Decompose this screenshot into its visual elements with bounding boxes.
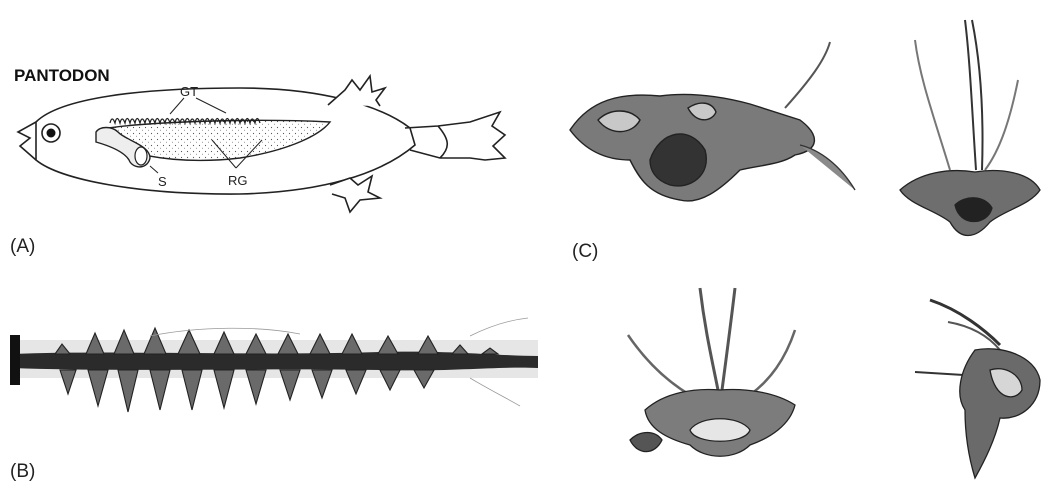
annotation-rg: RG xyxy=(228,173,248,188)
bone-photo-3 xyxy=(628,288,795,456)
annotation-gt: GT xyxy=(180,84,198,99)
spine-photo xyxy=(10,318,538,412)
bone-photo-2 xyxy=(900,20,1040,236)
annotation-s: S xyxy=(158,174,167,189)
bone-photo-4 xyxy=(915,300,1040,478)
fish-eye xyxy=(42,124,60,142)
bone-photo-1 xyxy=(570,42,855,201)
